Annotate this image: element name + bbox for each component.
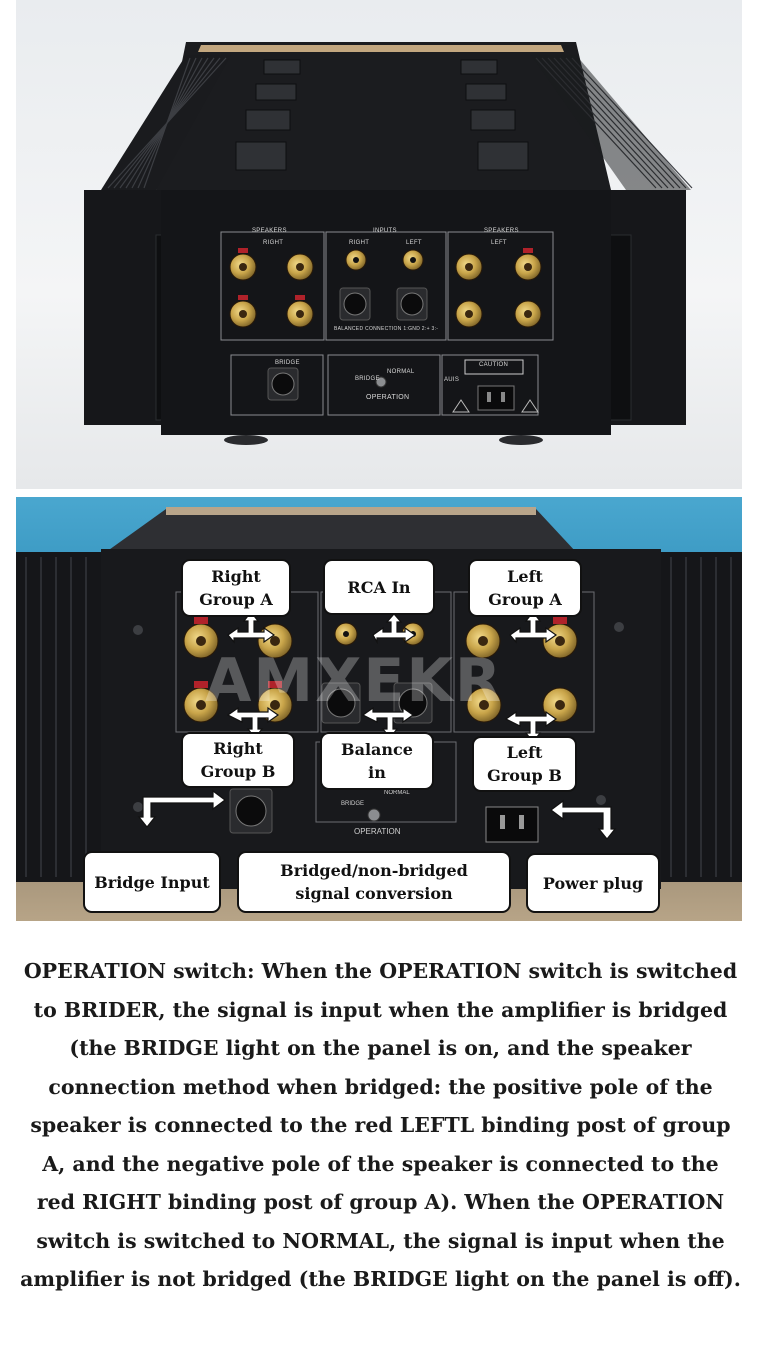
inputs-label: INPUTS [373, 228, 397, 234]
callout-bridged-conversion: Bridged/non-bridged signal conversion [237, 851, 511, 913]
callout-balance-in: Balance in [320, 732, 434, 790]
svg-text:OPERATION: OPERATION [354, 827, 401, 836]
callout-power-plug: Power plug [526, 853, 660, 913]
bridge-label: BRIDGE [355, 376, 380, 382]
operation-label: OPERATION [366, 394, 410, 401]
normal-label: NORMAL [387, 369, 415, 375]
bridge-label: BRIDGE [275, 360, 300, 366]
callout-bridge-input: Bridge Input [83, 851, 221, 913]
caution-label: CAUTION [479, 362, 509, 368]
operation-switch-description: OPERATION switch: When the OPERATION swi… [20, 959, 741, 1291]
callout-right-group-a: Right Group A [181, 559, 291, 617]
svg-text:BRIDGE: BRIDGE [341, 801, 364, 807]
callout-left-group-a: Left Group A [468, 559, 582, 617]
balanced-connection-label: BALANCED CONNECTION 1:GND 2:+ 3:- [334, 326, 439, 332]
right-label: RIGHT [263, 240, 284, 246]
amplifier-rear-illustration [84, 42, 693, 445]
watermark-text: AMXEKR [205, 646, 504, 716]
speakers-left-label: SPEAKERS [484, 228, 519, 234]
callout-left-group-b: Left Group B [472, 736, 577, 792]
left-label: LEFT [406, 240, 422, 246]
callout-rca-in: RCA In [323, 559, 435, 615]
right-label: RIGHT [349, 240, 370, 246]
speakers-right-label: SPEAKERS [252, 228, 287, 234]
brand-label: AUIS [444, 377, 460, 383]
callout-right-group-b: Right Group B [181, 732, 295, 788]
annotated-rear-photo: BRIDGE NORMAL OPERATION AMXEKR Right Gro… [16, 497, 742, 921]
left-label: LEFT [491, 240, 507, 246]
amplifier-rear-photo: SPEAKERS INPUTS SPEAKERS RIGHT RIGHT LEF… [16, 0, 742, 489]
svg-text:NORMAL: NORMAL [384, 790, 410, 796]
callout-arrows [137, 611, 617, 840]
